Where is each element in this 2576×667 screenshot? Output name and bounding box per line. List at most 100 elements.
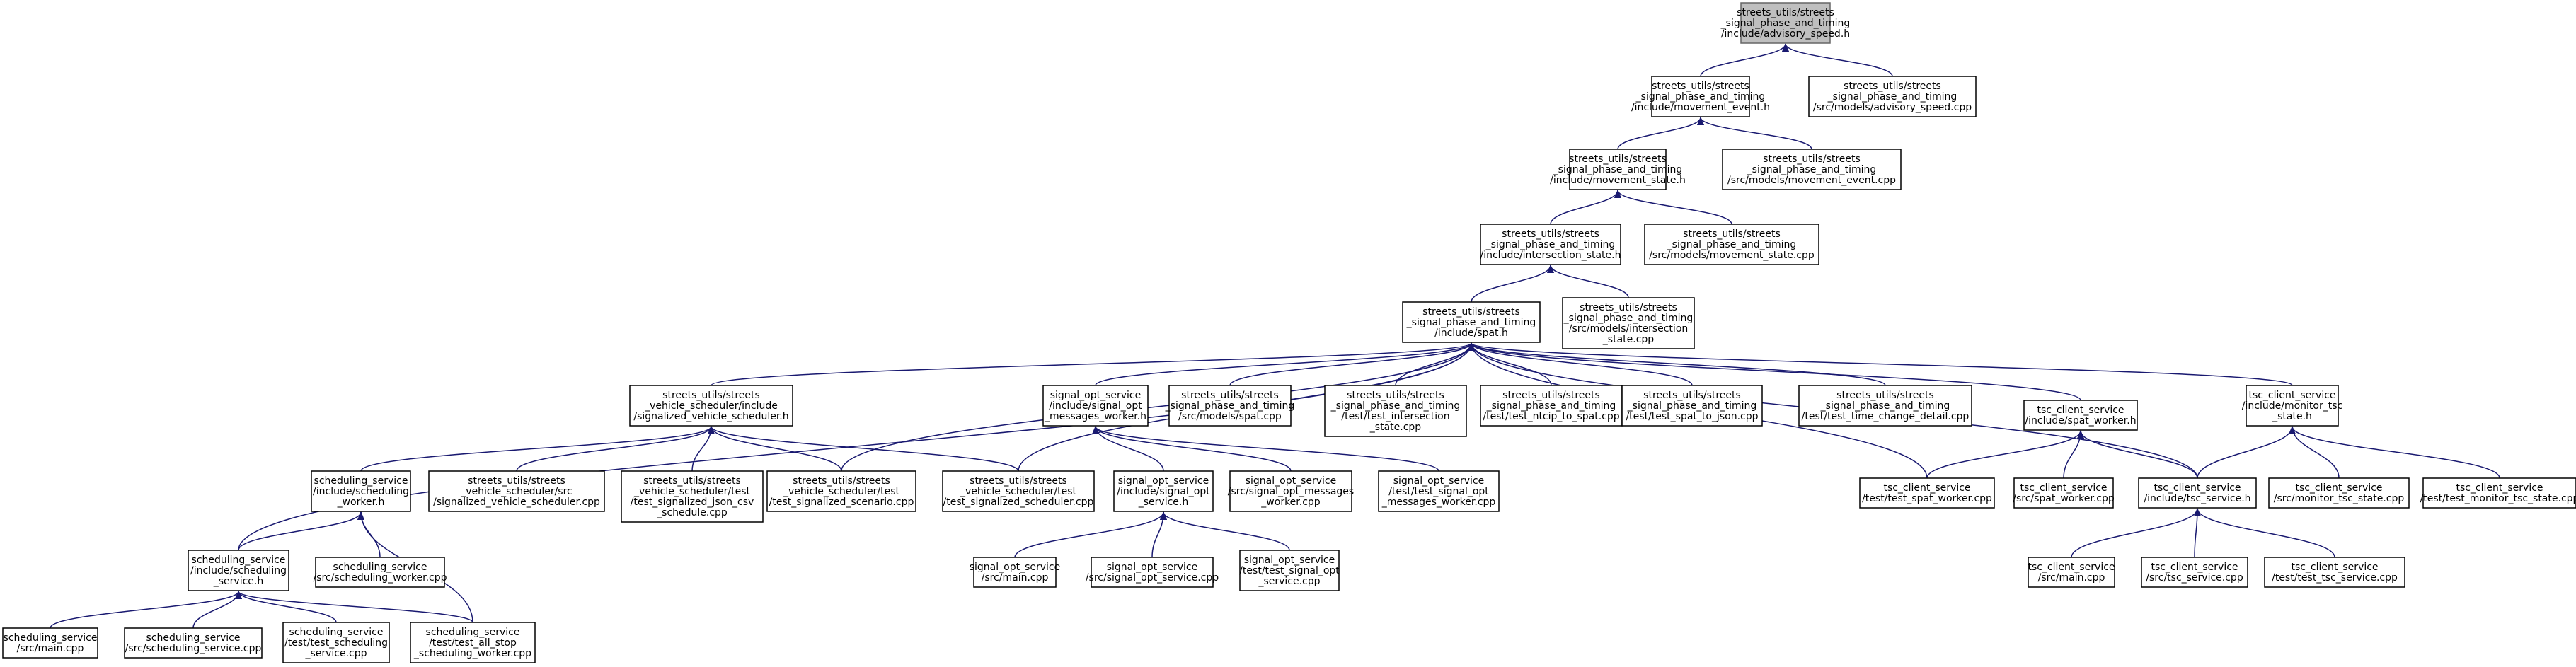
dependency-edge [238, 342, 1475, 551]
node-label-line: /include/movement_state.h [1550, 175, 1686, 186]
dependency-edge [516, 426, 715, 472]
dependency-edge [238, 511, 364, 551]
node-movement-state-cpp[interactable]: streets_utils/streets_signal_phase_and_t… [1644, 224, 1819, 265]
node-spat-cpp[interactable]: streets_utils/streets_signal_phase_and_t… [1165, 385, 1295, 427]
node-label-line: _signal_phase_and_timing [1627, 400, 1757, 412]
node-monitor-tsc-state-h[interactable]: tsc_client_service/include/monitor_tsc_s… [2242, 385, 2342, 427]
node-box [428, 470, 605, 512]
node-test-signalized-scenario-cpp[interactable]: streets_utils/streets_vehicle_scheduler/… [766, 470, 916, 512]
node-label-line: _signal_phase_and_timing [1667, 239, 1797, 250]
node-label-line: _service.cpp [304, 648, 367, 659]
node-box [942, 470, 1095, 512]
node-box [1480, 224, 1621, 265]
node-box [629, 385, 793, 427]
dependency-edge [1160, 511, 1290, 551]
node-tsc-main-cpp[interactable]: tsc_client_service/src/main.cpp [2028, 557, 2115, 588]
node-label-line: /test/test_tsc_service.cpp [2272, 572, 2398, 584]
node-label-line: _signal_phase_and_timing [1485, 239, 1616, 250]
node-scheduling-service-h[interactable]: scheduling_service/include/scheduling_se… [188, 550, 289, 591]
node-tsc-service-h[interactable]: tsc_client_service/include/tsc_service.h [2138, 477, 2257, 509]
node-test-signal-opt-messages-worker-cpp[interactable]: signal_opt_service/test/test_signal_opt_… [1378, 470, 1500, 512]
node-label-line: /src/tsc_service.cpp [2146, 572, 2243, 584]
node-label-line: tsc_client_service [1883, 482, 1970, 494]
node-label-line: /src/signal_opt_service.cpp [1086, 572, 1219, 584]
node-box [1324, 385, 1467, 437]
dependency-edge [2197, 426, 2296, 479]
node-signalized-vehicle-scheduler-h[interactable]: streets_utils/streets_vehicle_scheduler/… [629, 385, 793, 427]
node-test-signalized-json-csv-schedule-cpp[interactable]: streets_utils/streets_vehicle_scheduler/… [621, 470, 764, 523]
node-label-line: _vehicle_scheduler/src [460, 486, 573, 497]
node-label-line: /test/test_monitor_tsc_state.cpp [2420, 493, 2576, 504]
node-sched-main-cpp[interactable]: scheduling_service/src/main.cpp [2, 627, 98, 659]
node-label-line: _worker.cpp [1260, 497, 1320, 508]
node-test-scheduling-service-cpp[interactable]: scheduling_service/test/test_scheduling_… [282, 622, 390, 663]
node-test-signal-opt-service-cpp[interactable]: signal_opt_service/test/test_signal_opt_… [1239, 550, 1340, 591]
dependency-edge [1926, 430, 2084, 479]
dependency-edge [1092, 426, 1439, 472]
node-box [1562, 297, 1695, 349]
node-label-line: tsc_client_service [2020, 482, 2107, 494]
node-label-line: streets_utils/streets [1643, 390, 1741, 401]
node-label-line: streets_utils/streets [1181, 390, 1279, 401]
node-movement-event-h[interactable]: streets_utils/streets_signal_phase_and_t… [1631, 76, 1770, 117]
node-label-line: /include/monitor_tsc [2242, 400, 2342, 412]
node-label-line: /include/signal_opt [1049, 400, 1142, 412]
node-opt-main-cpp[interactable]: signal_opt_service/src/main.cpp [970, 557, 1061, 588]
node-label-line: _signal_phase_and_timing [1406, 317, 1536, 328]
node-label-line: signal_opt_service [1107, 562, 1198, 573]
node-test-all-stop-scheduling-worker-cpp[interactable]: scheduling_service/test/test_all_stop_sc… [410, 622, 536, 663]
node-label-line: _signal_phase_and_timing [1563, 313, 1694, 324]
node-box [1651, 76, 1750, 117]
node-tsc-service-cpp[interactable]: tsc_client_service/src/tsc_service.cpp [2141, 557, 2248, 588]
node-test-signalized-scheduler-cpp[interactable]: streets_utils/streets_vehicle_scheduler/… [942, 470, 1095, 512]
node-movement-event-cpp[interactable]: streets_utils/streets_signal_phase_and_t… [1722, 149, 1902, 190]
node-box [1480, 385, 1623, 427]
node-intersection-state-cpp[interactable]: streets_utils/streets_signal_phase_and_t… [1562, 297, 1695, 349]
node-label-line: streets_utils/streets [1683, 228, 1781, 240]
node-box [311, 470, 411, 512]
node-test-spat-to-json-cpp[interactable]: streets_utils/streets_signal_phase_and_t… [1621, 385, 1763, 427]
node-signal-opt-service-h[interactable]: signal_opt_service/include/signal_opt_se… [1113, 470, 1214, 512]
node-signal-opt-service-cpp[interactable]: signal_opt_service/src/signal_opt_servic… [1086, 557, 1219, 588]
node-test-time-change-detail-cpp[interactable]: streets_utils/streets_signal_phase_and_t… [1798, 385, 1972, 427]
node-advisory-speed-cpp[interactable]: streets_utils/streets_signal_phase_and_t… [1808, 76, 1977, 117]
node-scheduling-worker-cpp[interactable]: scheduling_service/src/scheduling_worker… [313, 557, 447, 588]
node-scheduling-service-cpp[interactable]: scheduling_service/src/scheduling_servic… [124, 627, 263, 659]
node-label-line: signal_opt_service [1244, 555, 1335, 566]
node-signal-opt-messages-worker-cpp[interactable]: signal_opt_service/src/signal_opt_messag… [1228, 470, 1354, 512]
node-monitor-tsc-state-cpp[interactable]: tsc_client_service/src/monitor_tsc_state… [2268, 477, 2410, 509]
node-label-line: /include/scheduling [313, 486, 409, 497]
dependency-edge [2289, 426, 2340, 479]
node-intersection-state-h[interactable]: streets_utils/streets_signal_phase_and_t… [1480, 224, 1621, 265]
node-box [2013, 477, 2114, 509]
node-label-line: _vehicle_scheduler/test [783, 486, 899, 497]
node-test-tsc-service-cpp[interactable]: tsc_client_service/test/test_tsc_service… [2264, 557, 2405, 588]
node-signal-opt-messages-worker-h[interactable]: signal_opt_service/include/signal_opt_me… [1042, 385, 1149, 427]
dependency-edge [2194, 508, 2335, 558]
node-test-spat-worker-cpp[interactable]: tsc_client_service/test/test_spat_worker… [1859, 477, 1995, 509]
node-label-line: _signal_phase_and_timing [1827, 91, 1957, 103]
node-label-line: scheduling_service [146, 632, 241, 644]
node-spat-worker-cpp[interactable]: tsc_client_service/src/spat_worker.cpp [2013, 477, 2115, 509]
node-movement-state-h[interactable]: streets_utils/streets_signal_phase_and_t… [1550, 149, 1686, 190]
node-test-ntcip-to-spat-cpp[interactable]: streets_utils/streets_signal_phase_and_t… [1480, 385, 1623, 427]
edges-layer [50, 43, 2500, 629]
node-label-line: /src/main.cpp [17, 643, 84, 654]
node-label-line: /test/test_intersection [1341, 411, 1449, 422]
node-label-line: streets_utils/streets [793, 475, 890, 487]
node-spat-worker-h[interactable]: tsc_client_service/include/spat_worker.h [2023, 400, 2138, 431]
node-label-line: /test/test_scheduling [284, 637, 388, 649]
node-label-line: _state.cpp [1369, 422, 1421, 433]
node-signalized-vehicle-scheduler-cpp[interactable]: streets_utils/streets_vehicle_scheduler/… [428, 470, 605, 512]
node-label-line: tsc_client_service [2037, 405, 2124, 416]
node-test-monitor-tsc-state-cpp[interactable]: tsc_client_service/test/test_monitor_tsc… [2420, 477, 2576, 509]
dependency-edge [708, 426, 1019, 472]
node-label-line: /src/scheduling_worker.cpp [313, 572, 447, 584]
node-label-line: _vehicle_scheduler/test [960, 486, 1076, 497]
node-label-line: tsc_client_service [2151, 562, 2238, 573]
node-test-intersection-state-cpp[interactable]: streets_utils/streets_signal_phase_and_t… [1324, 385, 1467, 437]
node-scheduling-worker-h[interactable]: scheduling_service/include/scheduling_wo… [311, 470, 411, 512]
node-label-line: streets_utils/streets [468, 475, 565, 487]
node-spat-h[interactable]: streets_utils/streets_signal_phase_and_t… [1402, 301, 1541, 343]
node-label-line: _schedule.cpp [656, 507, 728, 518]
